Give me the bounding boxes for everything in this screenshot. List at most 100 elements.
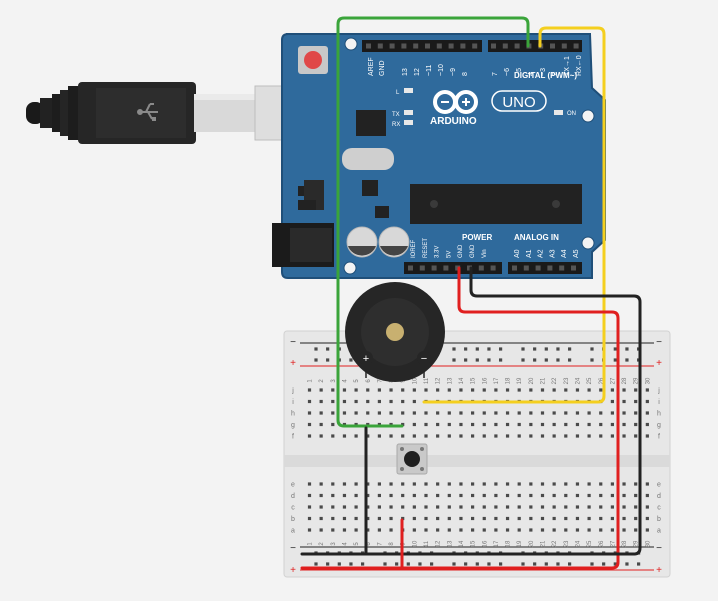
rail-hole[interactable] [613, 562, 617, 566]
header-pin-hole[interactable] [559, 265, 565, 271]
terminal-hole[interactable] [505, 516, 510, 521]
terminal-hole[interactable] [552, 422, 556, 427]
rail-hole[interactable] [625, 358, 629, 362]
terminal-hole[interactable] [564, 528, 568, 532]
terminal-hole[interactable] [354, 411, 358, 415]
terminal-hole[interactable] [552, 516, 556, 521]
terminal-hole[interactable] [517, 388, 521, 392]
terminal-hole[interactable] [634, 388, 638, 392]
rail-hole[interactable] [326, 347, 330, 351]
terminal-hole[interactable] [540, 411, 545, 415]
terminal-hole[interactable] [366, 388, 370, 392]
terminal-hole[interactable] [447, 516, 451, 521]
terminal-hole[interactable] [459, 482, 463, 486]
terminal-hole[interactable] [401, 482, 405, 486]
terminal-hole[interactable] [319, 411, 323, 415]
terminal-hole[interactable] [540, 482, 545, 486]
terminal-hole[interactable] [622, 411, 626, 415]
terminal-hole[interactable] [447, 434, 451, 438]
terminal-hole[interactable] [389, 516, 393, 521]
header-pin-hole[interactable] [535, 265, 541, 271]
terminal-hole[interactable] [540, 516, 545, 521]
terminal-hole[interactable] [307, 422, 312, 427]
terminal-hole[interactable] [471, 411, 475, 415]
terminal-hole[interactable] [412, 516, 416, 521]
rail-hole[interactable] [337, 562, 341, 566]
header-pin-hole[interactable] [401, 43, 407, 49]
header-pin-hole[interactable] [472, 43, 478, 49]
header-pin-hole[interactable] [571, 265, 576, 271]
header-pin-hole[interactable] [491, 43, 496, 49]
terminal-hole[interactable] [331, 493, 335, 498]
header-pin-hole[interactable] [460, 43, 466, 49]
terminal-hole[interactable] [517, 505, 521, 509]
terminal-hole[interactable] [540, 505, 545, 509]
rail-hole[interactable] [361, 562, 365, 566]
terminal-hole[interactable] [342, 528, 347, 532]
terminal-hole[interactable] [471, 505, 475, 509]
piezo-buzzer[interactable]: + − [345, 282, 445, 382]
terminal-hole[interactable] [342, 411, 347, 415]
terminal-hole[interactable] [471, 434, 475, 438]
rail-hole[interactable] [464, 347, 468, 351]
rail-hole[interactable] [475, 358, 479, 362]
terminal-hole[interactable] [354, 399, 358, 404]
terminal-hole[interactable] [389, 493, 393, 498]
terminal-hole[interactable] [412, 399, 416, 404]
header-pin-hole[interactable] [413, 43, 419, 49]
terminal-hole[interactable] [331, 422, 335, 427]
terminal-hole[interactable] [354, 482, 358, 486]
terminal-hole[interactable] [354, 505, 358, 509]
rail-hole[interactable] [487, 562, 491, 566]
rail-hole[interactable] [521, 347, 525, 351]
rail-hole[interactable] [314, 358, 318, 362]
terminal-hole[interactable] [494, 493, 498, 498]
red-wire-5v[interactable] [300, 266, 620, 570]
terminal-hole[interactable] [517, 422, 521, 427]
rail-hole[interactable] [602, 562, 606, 566]
terminal-hole[interactable] [575, 411, 580, 415]
terminal-hole[interactable] [622, 388, 626, 392]
terminal-hole[interactable] [505, 411, 510, 415]
terminal-hole[interactable] [564, 493, 568, 498]
terminal-hole[interactable] [564, 482, 568, 486]
rail-hole[interactable] [430, 562, 434, 566]
rail-hole[interactable] [544, 347, 548, 351]
header-pin-hole[interactable] [448, 43, 454, 49]
terminal-hole[interactable] [482, 528, 486, 532]
terminal-hole[interactable] [424, 505, 428, 509]
rail-hole[interactable] [521, 562, 525, 566]
rail-hole[interactable] [349, 358, 353, 362]
rail-hole[interactable] [314, 562, 318, 566]
terminal-hole[interactable] [319, 388, 323, 392]
terminal-hole[interactable] [610, 388, 614, 392]
terminal-hole[interactable] [634, 528, 638, 532]
header-pin-hole[interactable] [408, 265, 413, 271]
digital-header-left[interactable] [362, 40, 482, 52]
terminal-hole[interactable] [575, 482, 580, 486]
terminal-hole[interactable] [634, 482, 638, 486]
terminal-hole[interactable] [599, 434, 603, 438]
terminal-hole[interactable] [645, 422, 649, 427]
terminal-hole[interactable] [645, 505, 649, 509]
rail-hole[interactable] [533, 347, 537, 351]
rail-hole[interactable] [556, 347, 560, 351]
rail-hole[interactable] [556, 562, 560, 566]
terminal-hole[interactable] [412, 482, 416, 486]
terminal-hole[interactable] [377, 516, 381, 521]
terminal-hole[interactable] [587, 411, 591, 415]
terminal-hole[interactable] [529, 482, 533, 486]
terminal-hole[interactable] [599, 388, 603, 392]
terminal-hole[interactable] [645, 411, 649, 415]
header-pin-hole[interactable] [377, 43, 383, 49]
terminal-hole[interactable] [540, 422, 545, 427]
terminal-hole[interactable] [412, 493, 416, 498]
terminal-hole[interactable] [517, 528, 521, 532]
terminal-hole[interactable] [307, 528, 312, 532]
analog-header[interactable] [508, 262, 582, 274]
terminal-hole[interactable] [482, 482, 486, 486]
terminal-hole[interactable] [610, 516, 614, 521]
rail-hole[interactable] [568, 562, 572, 566]
terminal-hole[interactable] [342, 434, 347, 438]
terminal-hole[interactable] [634, 411, 638, 415]
